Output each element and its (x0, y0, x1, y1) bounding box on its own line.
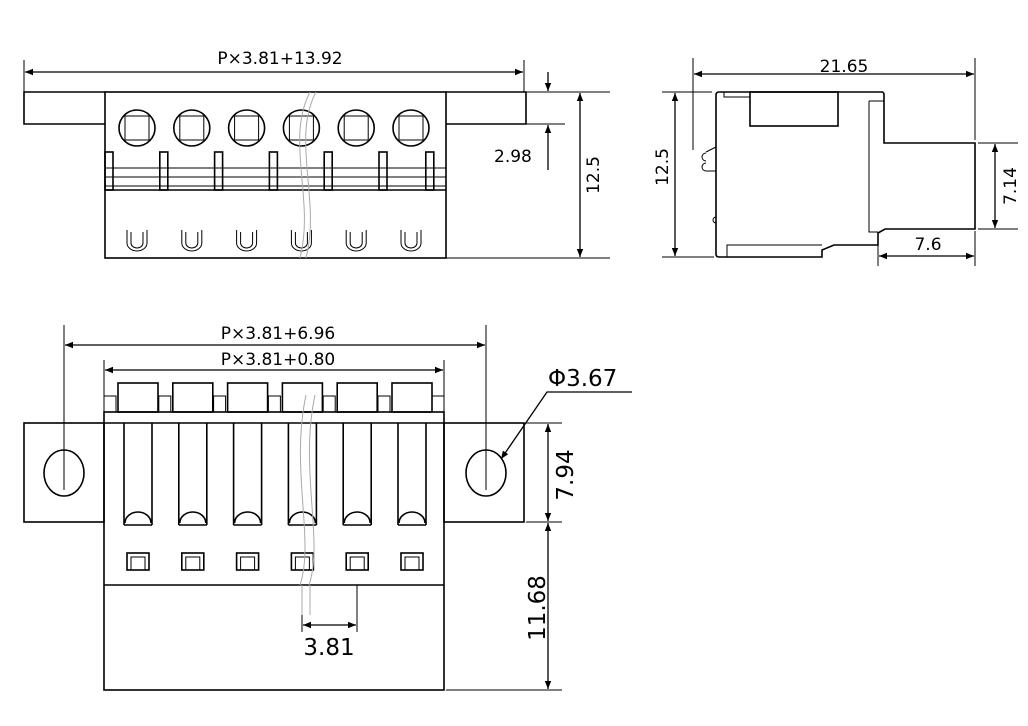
top-view: P×3.81+13.92 2.98 12.5 (23, 49, 610, 259)
lower-height-label: 11.68 (525, 575, 551, 641)
wire-slot (178, 423, 208, 526)
top-right-flange (446, 91, 527, 125)
plug-height-label: 7.14 (1001, 167, 1021, 205)
separator-post (378, 151, 388, 191)
top-poles (104, 109, 435, 252)
wire-slot (397, 423, 427, 526)
front-break-line (299, 394, 316, 615)
side-top-window (749, 91, 839, 127)
front-tab-small (377, 395, 391, 413)
test-port-inner (185, 556, 201, 571)
pin-clip (236, 230, 258, 252)
test-port-inner (130, 556, 146, 571)
front-tab-small (213, 395, 227, 413)
screw-square (179, 115, 205, 141)
wire-slot (287, 423, 318, 526)
top-height-label: 12.5 (584, 156, 604, 194)
pin-clip (400, 230, 422, 252)
hole-diameter-label: Φ3.67 (548, 366, 617, 392)
front-tab-small (267, 395, 281, 413)
wire-slot (123, 423, 153, 526)
screw-square (234, 115, 260, 141)
test-port (400, 552, 424, 571)
test-port-inner (404, 556, 420, 571)
front-flange-height-label: 7.94 (553, 449, 579, 500)
side-outline (715, 91, 976, 258)
top-body (104, 91, 447, 259)
break-line (299, 91, 317, 259)
screw-hole (173, 109, 211, 147)
separator-post (213, 151, 224, 191)
body-width-label: P×3.81+0.80 (221, 350, 335, 370)
plug-length-label: 7.6 (914, 235, 941, 255)
front-view: P×3.81+6.96 P×3.81+0.80 Φ3.67 7.94 11.68… (23, 324, 632, 691)
front-body (103, 411, 445, 691)
test-port-inner (349, 556, 365, 571)
pitch-label: 3.81 (303, 635, 354, 661)
overall-width-label: P×3.81+13.92 (217, 49, 342, 69)
side-view: 21.65 12.5 7.14 7.6 (653, 57, 1021, 266)
pin-clip (181, 230, 203, 252)
test-port (126, 552, 150, 571)
front-tab (336, 382, 379, 413)
front-tab (391, 382, 433, 413)
side-depth-label: 21.65 (820, 57, 869, 77)
hole-span-label: P×3.81+6.96 (221, 324, 335, 344)
separator-post (268, 151, 279, 191)
top-left-flange (23, 91, 105, 125)
front-tab-small (322, 395, 336, 413)
front-tab-small (431, 395, 445, 413)
test-port (235, 552, 260, 571)
front-tab (117, 382, 159, 413)
test-port-inner (294, 556, 310, 571)
screw-hole (118, 109, 156, 147)
screw-square (343, 115, 369, 141)
separator-post (323, 151, 334, 191)
front-tab (281, 382, 324, 413)
screw-hole (227, 109, 266, 147)
separator-post (424, 151, 435, 191)
front-tab (226, 382, 269, 413)
separator-post (159, 151, 169, 191)
test-port-inner (240, 556, 256, 571)
front-poles (103, 382, 445, 571)
side-height-label: 12.5 (653, 148, 673, 186)
wire-slot (342, 423, 372, 526)
separator-post (104, 151, 114, 191)
wire-slot (232, 423, 263, 526)
pin-clip (345, 230, 367, 252)
screw-hole (392, 109, 430, 147)
front-right-flange (443, 422, 525, 523)
test-port (290, 552, 315, 571)
front-tab-small (158, 395, 172, 413)
flange-height-label: 2.98 (494, 147, 532, 167)
screw-hole (337, 109, 376, 147)
front-tab-small (103, 395, 117, 413)
front-tab (172, 382, 214, 413)
test-port (181, 552, 205, 571)
screw-square (398, 115, 424, 141)
pin-clip (126, 230, 148, 252)
screw-hole (282, 109, 321, 147)
screw-square (124, 115, 150, 141)
hole-diameter-leader (500, 391, 632, 460)
test-port (345, 552, 370, 571)
